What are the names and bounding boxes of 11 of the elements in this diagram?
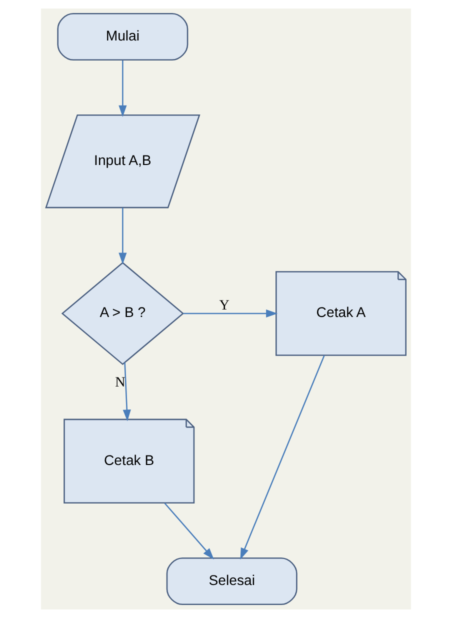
arrow: [182, 309, 278, 318]
node-diamond: A > B ?: [60, 262, 184, 366]
edge-label: Y: [218, 297, 229, 314]
node-box: Mulai: [56, 12, 188, 60]
arrow: [240, 355, 324, 560]
arrow: [122, 362, 130, 422]
edge-label: N: [114, 374, 125, 391]
arrow: [164, 502, 214, 560]
arrow: [118, 60, 126, 117]
node-box: Selesai: [166, 558, 297, 606]
arrow: [118, 208, 126, 264]
